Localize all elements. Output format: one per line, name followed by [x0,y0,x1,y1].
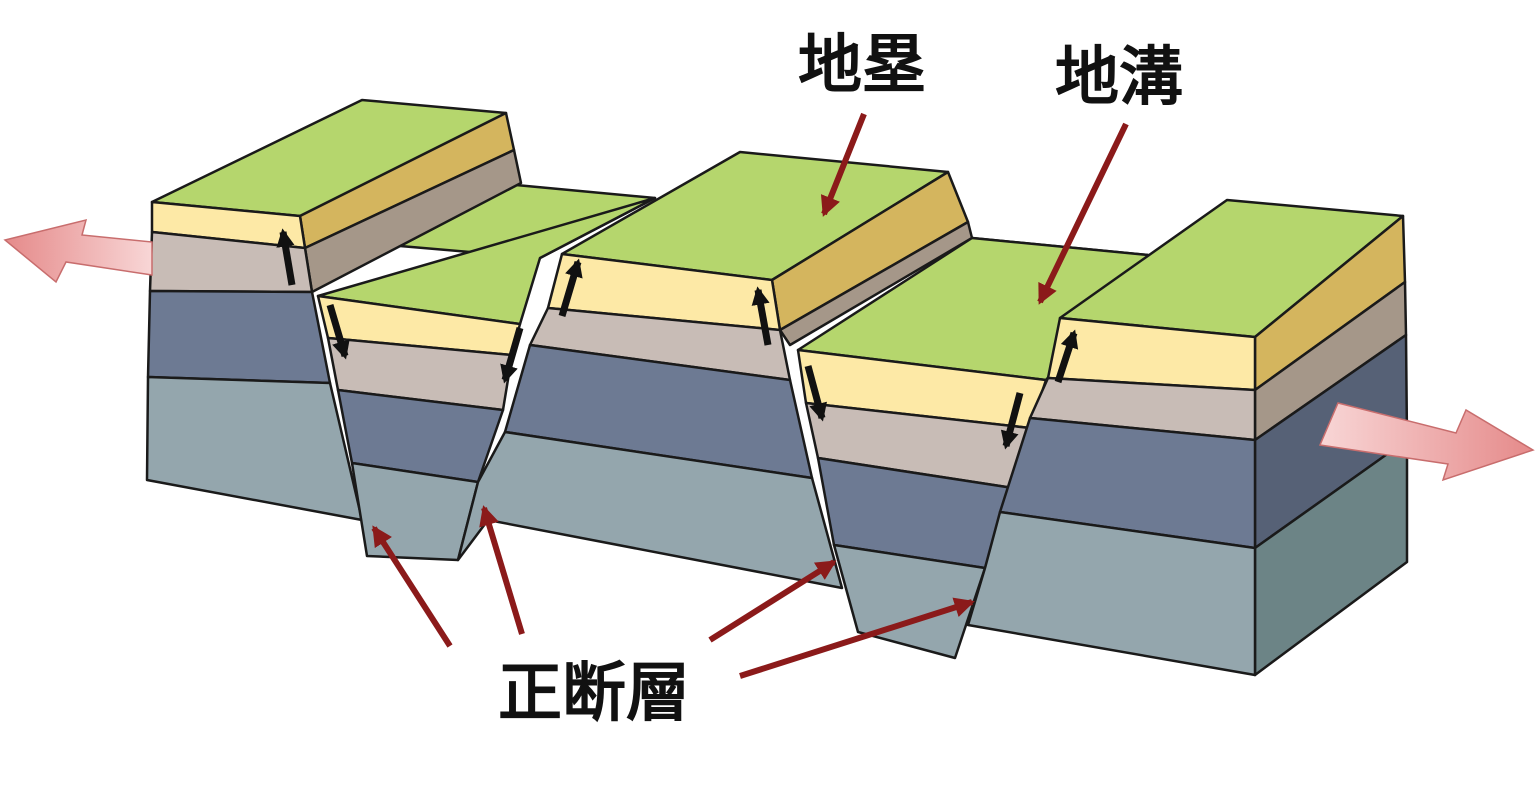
left-block-front-teal [145,375,364,522]
motion-arrow-icon [276,228,296,286]
graben-pointer-arrow-icon [1037,122,1129,305]
motion-arrow-icon [326,304,350,360]
horst-label: 地塁 [798,29,926,103]
left-pull-arrow-icon [3,218,153,284]
fault-pointer-arrow-icon [371,525,453,648]
right-block-front-teal [966,510,1257,677]
extension-arrow-right [1318,402,1535,482]
left-graben-block [316,196,657,562]
motion-arrow-icon [558,258,583,317]
left-horst-block [145,98,523,522]
fault-pointer-arrow-icon [479,505,525,635]
right-graben-front-teal [832,543,987,660]
right-horst-block [966,198,1409,677]
fault-motion-arrows [276,228,1079,450]
left-block-front-slate [146,289,332,385]
normal-fault-label: 正断層 [498,657,690,731]
label-pointers [371,112,1129,679]
extension-arrow-left [3,218,153,284]
horst-pointer-arrow-icon [820,112,867,217]
motion-arrow-icon [1000,392,1024,450]
motion-arrow-icon [1054,329,1079,384]
fault-pointer-arrow-icon [739,597,975,679]
graben-label: 地溝 [1055,41,1183,115]
motion-arrow-icon [500,327,524,384]
right-pull-arrow-icon [1318,402,1535,482]
motion-arrow-icon [751,286,772,346]
fault-pointer-arrow-icon [708,559,837,643]
motion-arrow-icon [804,365,828,422]
